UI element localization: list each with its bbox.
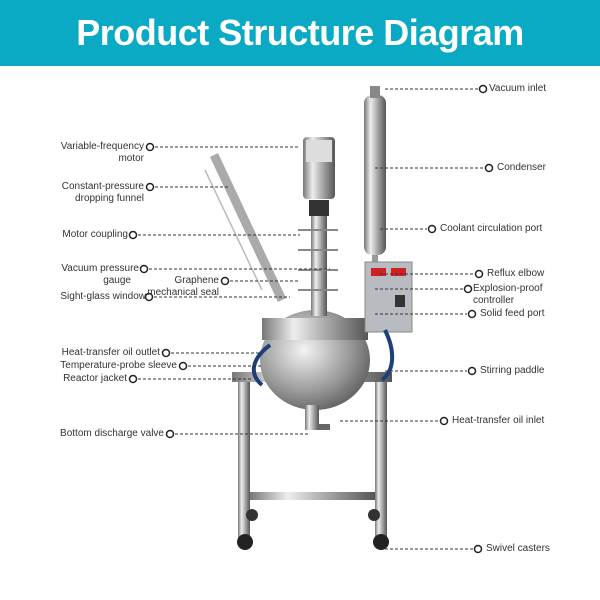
label-line: controller xyxy=(473,295,515,306)
label-line: Reactor jacket xyxy=(63,373,127,384)
label-line: Bottom discharge valve xyxy=(60,428,164,439)
label-line: Variable-frequency xyxy=(60,141,144,152)
label-line: Temperature-probe sleeve xyxy=(60,360,177,371)
label-line: Stirring paddle xyxy=(480,365,545,376)
hoses xyxy=(251,329,395,387)
label-solid-feed-port: Solid feed port xyxy=(480,308,545,320)
label-reflux-elbow: Reflux elbow xyxy=(487,268,544,280)
label-bottom-discharge-valve: Bottom discharge valve xyxy=(60,428,164,440)
label-line: Heat-transfer oil inlet xyxy=(452,415,545,426)
caster-left xyxy=(237,534,253,550)
callout-lines xyxy=(138,88,484,550)
label-reactor-jacket: Reactor jacket xyxy=(63,373,127,385)
callout-dots xyxy=(128,84,494,554)
label-line: Vacuum pressure xyxy=(61,263,139,274)
control-box xyxy=(364,261,413,333)
label-line: Constant-pressure xyxy=(61,181,144,192)
label-line: Vacuum inlet xyxy=(489,83,547,94)
label-line: Condenser xyxy=(497,162,546,173)
label-heat-transfer-oil-inlet: Heat-transfer oil inlet xyxy=(452,415,544,427)
label-line: mechanical seal xyxy=(147,287,219,298)
label-line: Coolant circulation port xyxy=(440,223,543,234)
label-line: gauge xyxy=(103,275,131,286)
label-vacuum-inlet: Vacuum inlet xyxy=(489,83,546,95)
label-line: Reflux elbow xyxy=(487,268,545,279)
label-stirring-paddle: Stirring paddle xyxy=(480,365,544,377)
label-heat-transfer-oil-outlet: Heat-transfer oil outlet xyxy=(62,347,160,359)
label-condenser: Condenser xyxy=(497,162,546,174)
label-line: Graphene xyxy=(174,275,219,286)
label-line: Solid feed port xyxy=(480,308,545,319)
dropping-funnel xyxy=(204,153,287,302)
label-line: motor xyxy=(118,153,144,164)
caster-right xyxy=(373,534,389,550)
label-sight-glass-window: Sight-glass window xyxy=(60,291,146,303)
label-line: Motor coupling xyxy=(62,229,128,240)
label-line: Sight-glass window xyxy=(60,291,146,302)
label-coolant-circulation-port: Coolant circulation port xyxy=(440,223,542,235)
label-temperature-probe-sleeve: Temperature-probe sleeve xyxy=(60,360,177,372)
vessel xyxy=(260,310,370,430)
label-swivel-casters: Swivel casters xyxy=(486,543,550,555)
title-banner: Product Structure Diagram xyxy=(0,0,600,66)
label-line: Heat-transfer oil outlet xyxy=(61,347,160,358)
label-line: Swivel casters xyxy=(486,543,550,554)
label-line: dropping funnel xyxy=(75,193,144,204)
stirrer-column xyxy=(298,137,338,316)
label-line: Explosion-proof xyxy=(473,283,543,294)
label-motor-coupling: Motor coupling xyxy=(62,229,128,241)
page-title: Product Structure Diagram xyxy=(76,12,524,53)
